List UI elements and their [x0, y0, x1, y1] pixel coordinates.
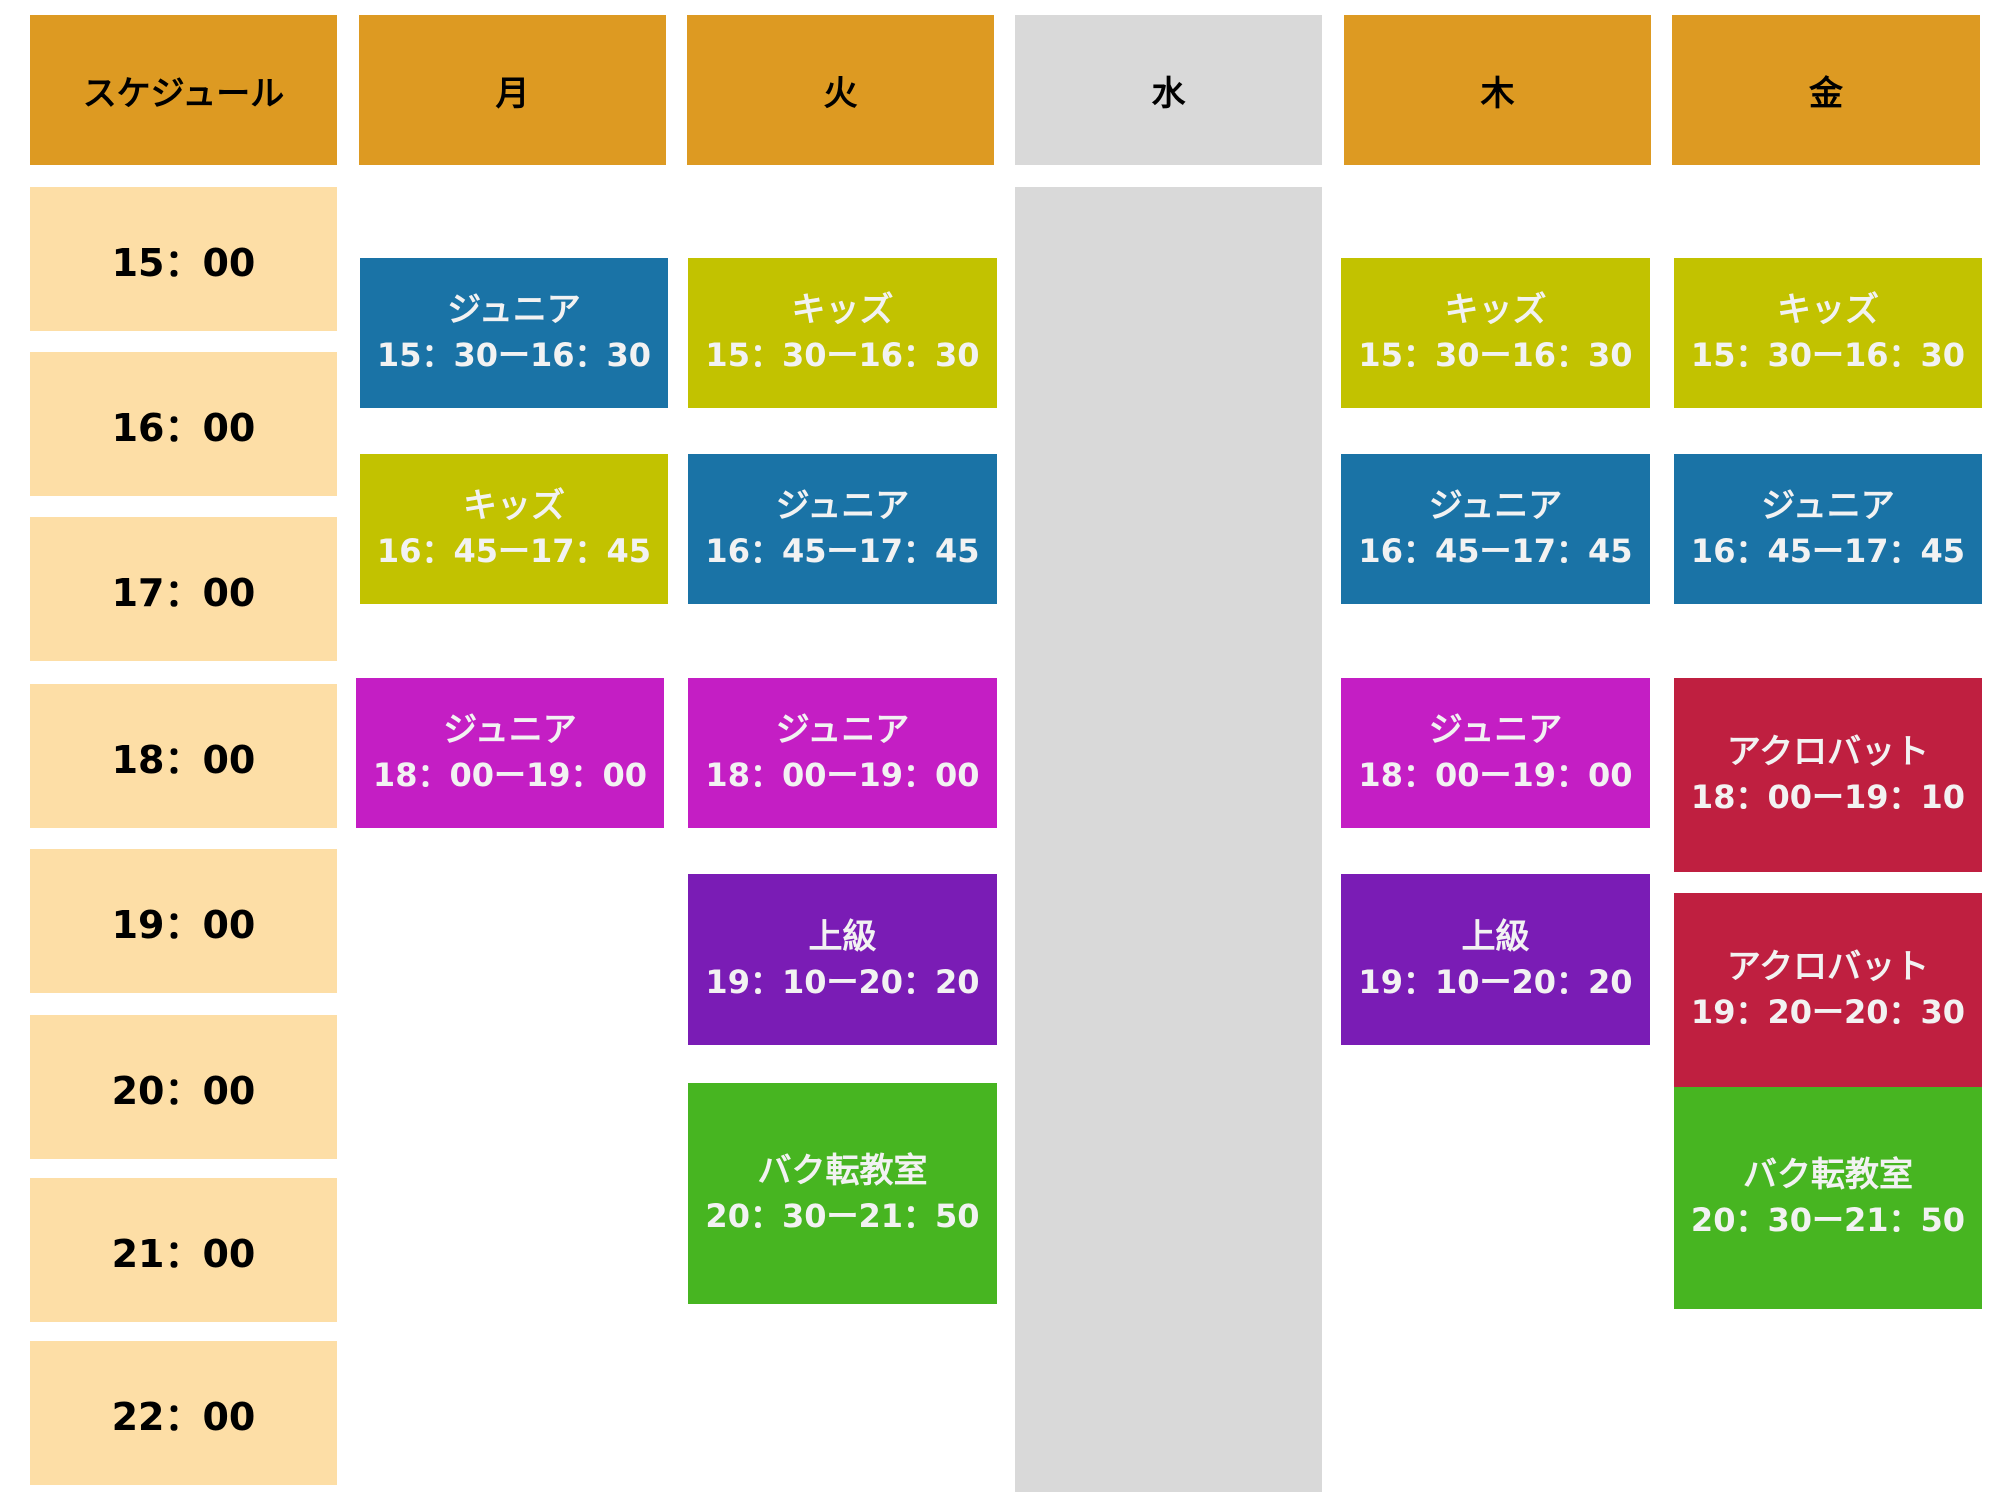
class-name: ジュニア — [1761, 486, 1895, 527]
class-name: ジュニア — [447, 290, 581, 331]
day-label: 木 — [1480, 73, 1515, 114]
time-label: 17：00 — [111, 570, 256, 615]
class-block[interactable]: ジュニア 16：45ー17：45 — [1674, 454, 1982, 604]
day-label: 水 — [1151, 73, 1186, 114]
time-label: 19：00 — [111, 902, 256, 947]
header-day-fri: 金 — [1672, 15, 1980, 165]
header-day-tue: 火 — [687, 15, 994, 165]
class-time: 19：20ー20：30 — [1690, 993, 1966, 1032]
class-time: 16：45ー17：45 — [1358, 532, 1633, 571]
class-name: バク転教室 — [757, 1150, 928, 1191]
class-time: 15：30ー16：30 — [1358, 336, 1633, 375]
day-label: 月 — [495, 73, 530, 114]
class-block[interactable]: バク転教室 20：30ー21：50 — [1674, 1087, 1982, 1309]
class-time: 18：00ー19：00 — [1358, 756, 1633, 795]
class-time: 19：10ー20：20 — [1358, 962, 1633, 1001]
class-name: ジュニア — [1428, 710, 1563, 751]
class-name: アクロバット — [1726, 947, 1930, 988]
class-name: キッズ — [463, 486, 565, 527]
class-time: 20：30ー21：50 — [705, 1196, 980, 1235]
class-block[interactable]: 上級 19：10ー20：20 — [1341, 874, 1650, 1045]
time-slot: 19：00 — [30, 849, 337, 993]
time-slot: 22：00 — [30, 1341, 337, 1485]
class-name: キッズ — [1444, 290, 1547, 331]
class-block[interactable]: キッズ 15：30ー16：30 — [688, 258, 997, 408]
day-label: 金 — [1809, 73, 1843, 114]
class-name: ジュニア — [775, 710, 910, 751]
time-label: 21：00 — [111, 1231, 256, 1276]
class-block[interactable]: ジュニア 16：45ー17：45 — [688, 454, 997, 604]
time-label: 15：00 — [111, 240, 256, 285]
class-time: 18：00ー19：00 — [705, 756, 980, 795]
class-name: アクロバット — [1726, 732, 1930, 773]
time-label: 22：00 — [111, 1394, 256, 1439]
class-time: 20：30ー21：50 — [1690, 1201, 1966, 1240]
class-name: 上級 — [808, 916, 877, 957]
class-name: ジュニア — [775, 486, 910, 527]
day-label: 火 — [823, 73, 858, 114]
header-day-wed: 水 — [1015, 15, 1322, 165]
class-time: 15：30ー16：30 — [705, 336, 980, 375]
time-slot: 17：00 — [30, 517, 337, 661]
time-slot: 18：00 — [30, 684, 337, 828]
class-block[interactable]: キッズ 15：30ー16：30 — [1674, 258, 1982, 408]
class-block[interactable]: ジュニア 15：30ー16：30 — [360, 258, 668, 408]
closed-day-column-wed — [1015, 187, 1322, 1492]
class-time: 15：30ー16：30 — [376, 336, 652, 375]
class-block[interactable]: ジュニア 18：00ー19：00 — [688, 678, 997, 828]
time-slot: 21：00 — [30, 1178, 337, 1322]
class-block[interactable]: キッズ 15：30ー16：30 — [1341, 258, 1650, 408]
class-block[interactable]: アクロバット 19：20ー20：30 — [1674, 893, 1982, 1087]
class-block[interactable]: バク転教室 20：30ー21：50 — [688, 1083, 997, 1304]
class-block[interactable]: 上級 19：10ー20：20 — [688, 874, 997, 1045]
class-time: 16：45ー17：45 — [376, 532, 652, 571]
header-schedule-label: スケジュール — [82, 73, 285, 114]
time-label: 20：00 — [111, 1068, 256, 1113]
class-time: 19：10ー20：20 — [705, 962, 980, 1001]
class-block[interactable]: キッズ 16：45ー17：45 — [360, 454, 668, 604]
time-slot: 16：00 — [30, 352, 337, 496]
time-slot: 15：00 — [30, 187, 337, 331]
class-time: 18：00ー19：00 — [372, 756, 648, 795]
class-time: 16：45ー17：45 — [1690, 532, 1966, 571]
class-name: 上級 — [1461, 916, 1530, 957]
class-name: キッズ — [1777, 290, 1879, 331]
header-day-mon: 月 — [359, 15, 666, 165]
class-name: バク転教室 — [1743, 1155, 1913, 1196]
time-slot: 20：00 — [30, 1015, 337, 1159]
class-block[interactable]: ジュニア 18：00ー19：00 — [1341, 678, 1650, 828]
class-time: 18：00ー19：10 — [1690, 778, 1966, 817]
class-name: ジュニア — [1428, 486, 1563, 527]
class-name: キッズ — [791, 290, 894, 331]
class-block[interactable]: ジュニア 18：00ー19：00 — [356, 678, 664, 828]
class-time: 15：30ー16：30 — [1690, 336, 1966, 375]
time-label: 16：00 — [111, 405, 256, 450]
header-day-thu: 木 — [1344, 15, 1651, 165]
header-schedule: スケジュール — [30, 15, 337, 165]
class-block[interactable]: アクロバット 18：00ー19：10 — [1674, 678, 1982, 872]
time-label: 18：00 — [111, 737, 256, 782]
class-time: 16：45ー17：45 — [705, 532, 980, 571]
class-name: ジュニア — [443, 710, 577, 751]
class-block[interactable]: ジュニア 16：45ー17：45 — [1341, 454, 1650, 604]
